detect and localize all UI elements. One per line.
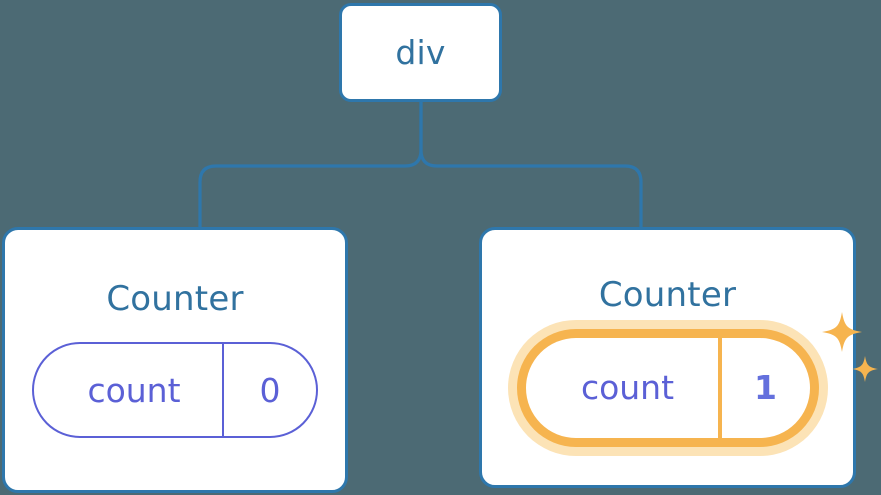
node-div[interactable]: div [339,3,502,102]
node-counter-right-label: Counter [598,274,737,315]
connector-root-to-right-child [419,100,643,229]
state-pill-left[interactable]: count 0 [32,342,318,438]
state-pill-left-key: count [87,370,181,410]
state-pill-right-key: count [580,368,675,407]
state-pill-right[interactable]: count 1 [525,337,810,438]
sparkle-small-icon [851,355,878,382]
node-counter-left-label: Counter [106,279,244,319]
state-pill-right-value: 1 [717,337,810,438]
sparkle-large-icon [821,311,862,352]
node-div-label: div [395,33,446,72]
sparkle-group [821,311,878,382]
connector-root-to-left-child [198,100,423,229]
state-pill-right-wrapper: count 1 [525,311,878,438]
state-pill-left-wrapper: count 0 [32,342,318,438]
node-counter-left[interactable]: Counter count 0 [2,227,348,493]
node-counter-right[interactable]: Counter count 1 [479,227,878,488]
state-pill-left-value: 0 [222,344,316,436]
